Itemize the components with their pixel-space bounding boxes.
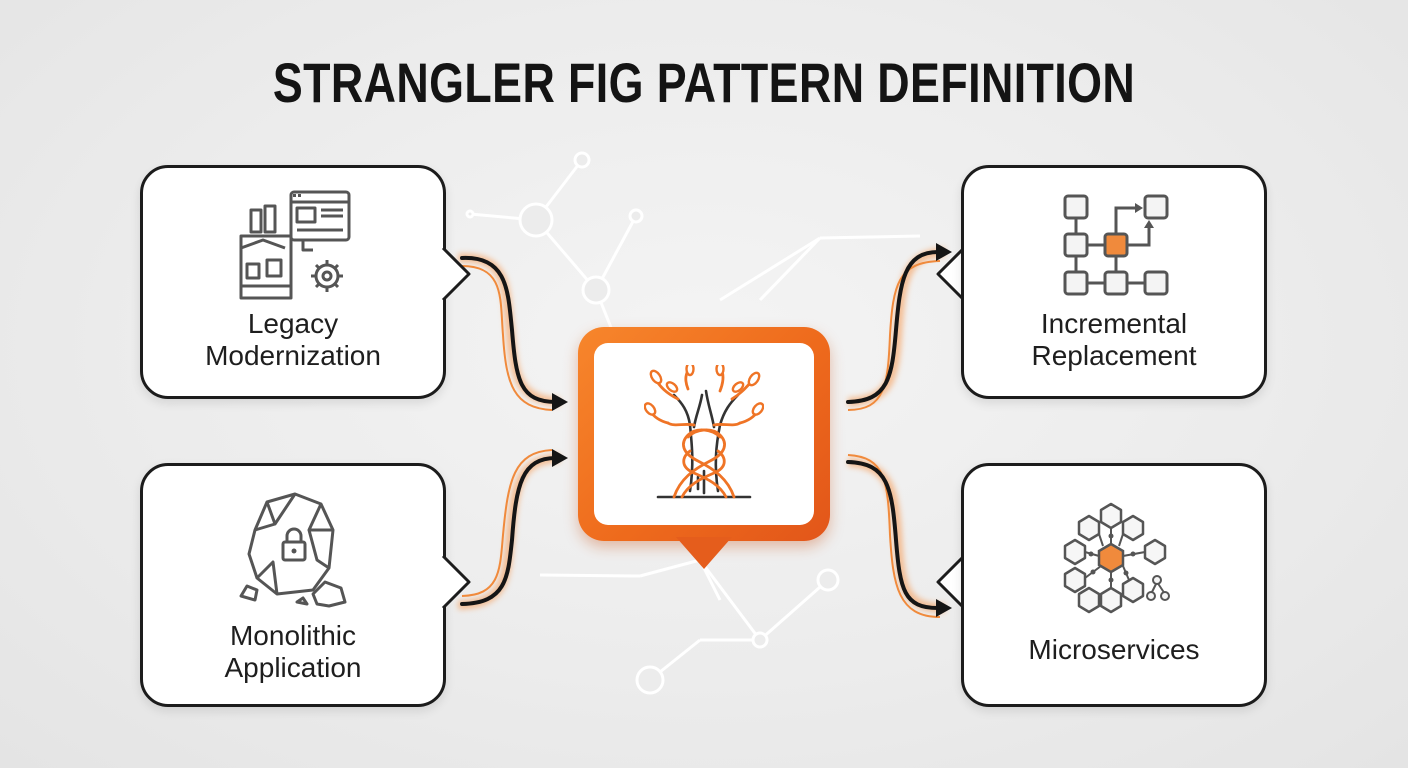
legacy-modernization-label: Legacy Modernization (205, 308, 381, 371)
rock-lock-icon (239, 492, 347, 608)
microservices-label: Microservices (1028, 634, 1200, 665)
center-card-pointer (676, 537, 732, 569)
strangler-fig-tree-icon (644, 365, 764, 499)
hexagon-network-icon (1063, 502, 1170, 614)
legacy-modernization-card: Legacy Modernization (140, 165, 446, 399)
monolithic-application-label: Monolithic Application (224, 620, 362, 683)
incremental-replacement-label: Incremental Replacement (1031, 308, 1197, 371)
microservices-card-tail (936, 554, 966, 610)
center-strangler-fig-card (578, 327, 830, 541)
center-inner-panel (594, 343, 814, 525)
monolithic-application-card: Monolithic Application (140, 463, 446, 707)
page-title: STRANGLER FIG PATTERN DEFINITION (272, 51, 1136, 114)
monolithic-card-tail (441, 554, 471, 610)
factory-window-gear-icon (239, 190, 351, 300)
microservices-card: Microservices (961, 463, 1267, 707)
block-flow-icon (1063, 194, 1169, 296)
incremental-replacement-card: Incremental Replacement (961, 165, 1267, 399)
legacy-card-tail (441, 246, 471, 302)
incremental-card-tail (936, 246, 966, 302)
